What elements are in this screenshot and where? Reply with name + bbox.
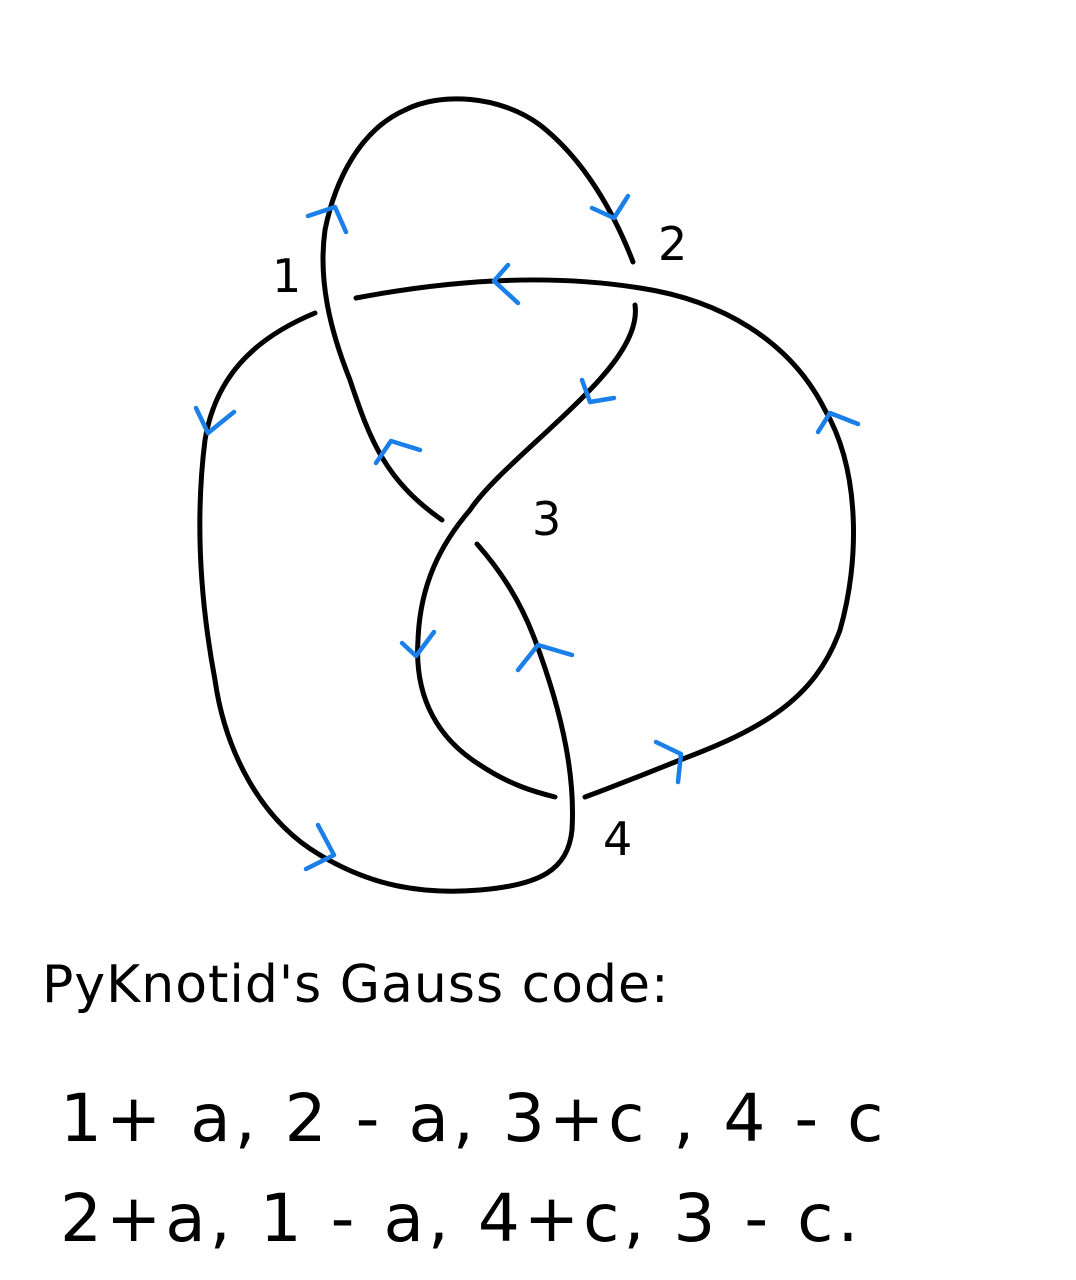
- orientation-arrow-icon: [515, 642, 575, 673]
- orientation-arrow-icon: [491, 262, 521, 306]
- knot-strand-top-lobe: [320, 96, 636, 523]
- orientation-arrow-icon: [815, 410, 861, 435]
- crossing-label-2: 2: [658, 217, 687, 271]
- knot-diagram: 1 2 3 4: [193, 96, 861, 894]
- orientation-arrow-icon: [303, 822, 337, 872]
- orientation-arrow-icon: [373, 438, 423, 466]
- crossing-label-4: 4: [603, 812, 632, 866]
- gauss-code-line-1: 1+ a, 2 - a, 3+c , 4 - c: [60, 1080, 888, 1157]
- crossing-label-3: 3: [532, 492, 561, 546]
- knot-strand-bottom-loop: [197, 310, 575, 894]
- knot-strand-diagonal: [415, 302, 638, 800]
- orientation-arrow-icon: [193, 405, 237, 436]
- orientation-arrow-icon: [589, 193, 631, 221]
- gauss-code-line-2: 2+a, 1 - a, 4+c, 3 - c.: [60, 1180, 863, 1257]
- orientation-arrow-icon: [305, 204, 349, 235]
- gauss-code-heading: PyKnotid's Gauss code:: [42, 955, 670, 1015]
- knot-strand-upper-arc: [353, 277, 857, 800]
- orientation-arrow-icon: [399, 629, 437, 659]
- orientation-arrow-icon: [579, 377, 617, 405]
- crossing-label-1: 1: [272, 249, 301, 303]
- orientation-arrow-icon: [653, 739, 684, 785]
